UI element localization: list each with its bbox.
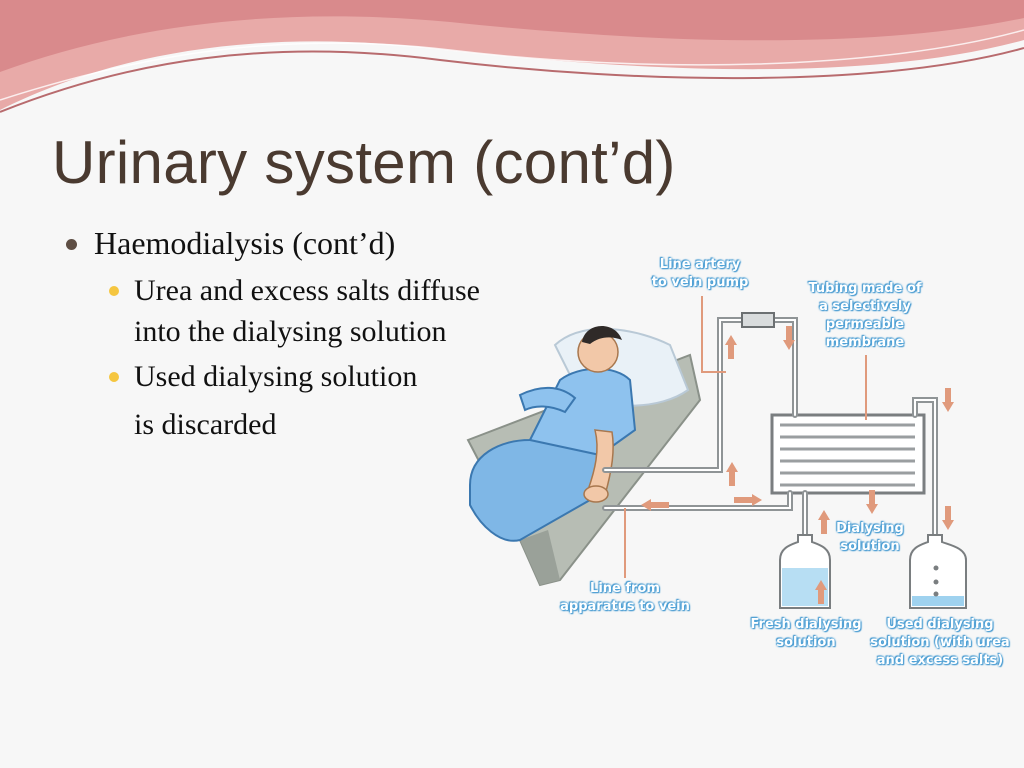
label-line: solution <box>840 539 900 554</box>
slide-title: Urinary system (cont’d) <box>52 129 676 196</box>
diagram-illustration <box>466 296 967 609</box>
sub-bullet-dot-icon <box>109 372 119 382</box>
label-line: membrane <box>825 335 905 350</box>
label-line: Line from <box>590 581 660 596</box>
label-fresh-solution: Fresh dialysing solution <box>746 616 866 652</box>
label-dialysing-solution: Dialysing solution <box>830 520 910 556</box>
label-line: to vein pump <box>651 275 749 290</box>
label-tubing: Tubing made of a selectively permeable m… <box>800 280 930 352</box>
bullet-list: Haemodialysis (cont’d) Urea and excess s… <box>64 222 514 445</box>
bullet-text: Haemodialysis (cont’d) <box>94 225 396 261</box>
label-line: Used dialysing <box>886 617 994 632</box>
label-line: permeable <box>825 317 905 332</box>
label-line: solution <box>776 635 836 650</box>
label-line: Dialysing <box>836 521 904 536</box>
label-line: Fresh dialysing <box>750 617 862 632</box>
sub-bullet-dot-icon <box>109 286 119 296</box>
label-line: Line artery <box>659 257 741 272</box>
sub-bullet-text: Urea and excess salts diffuse into the d… <box>134 274 480 348</box>
label-line-from-apparatus: Line from apparatus to vein <box>550 580 700 616</box>
label-line-artery: Line artery to vein pump <box>640 256 760 292</box>
label-line: and excess salts) <box>876 653 1004 668</box>
continuation-text: is discarded <box>134 408 277 441</box>
haemodialysis-diagram: Line artery to vein pump Tubing made of … <box>440 250 1024 680</box>
label-line: a selectively <box>819 299 911 314</box>
sub-bullet-item: Urea and excess salts diffuse into the d… <box>104 270 514 352</box>
bullet-item: Haemodialysis (cont’d) <box>64 222 514 264</box>
label-used-solution: Used dialysing solution (with urea and e… <box>868 616 1012 670</box>
header-decoration <box>0 0 1024 113</box>
sub-bullet-item: Used dialysing solution <box>104 356 514 397</box>
label-line: Tubing made of <box>808 281 922 296</box>
label-line: apparatus to vein <box>560 599 690 614</box>
sub-bullet-text: Used dialysing solution <box>134 360 418 393</box>
label-line: solution (with urea <box>870 635 1010 650</box>
bullet-dot-icon <box>66 239 77 250</box>
